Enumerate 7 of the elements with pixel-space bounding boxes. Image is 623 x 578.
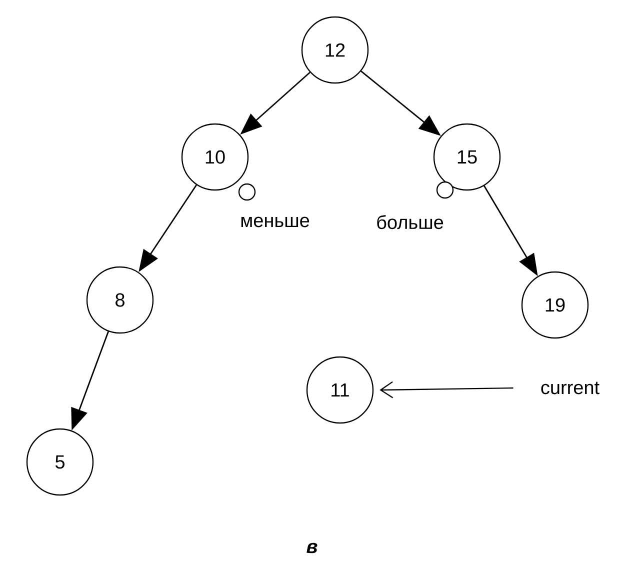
label-text: current [541,382,600,394]
arrow [380,381,514,398]
caption: в [306,542,318,554]
branch-label: больше [377,214,444,230]
child-pointer-circle [436,181,454,199]
child-pointer-circle [238,183,256,201]
branch-label: меньше [241,216,310,228]
